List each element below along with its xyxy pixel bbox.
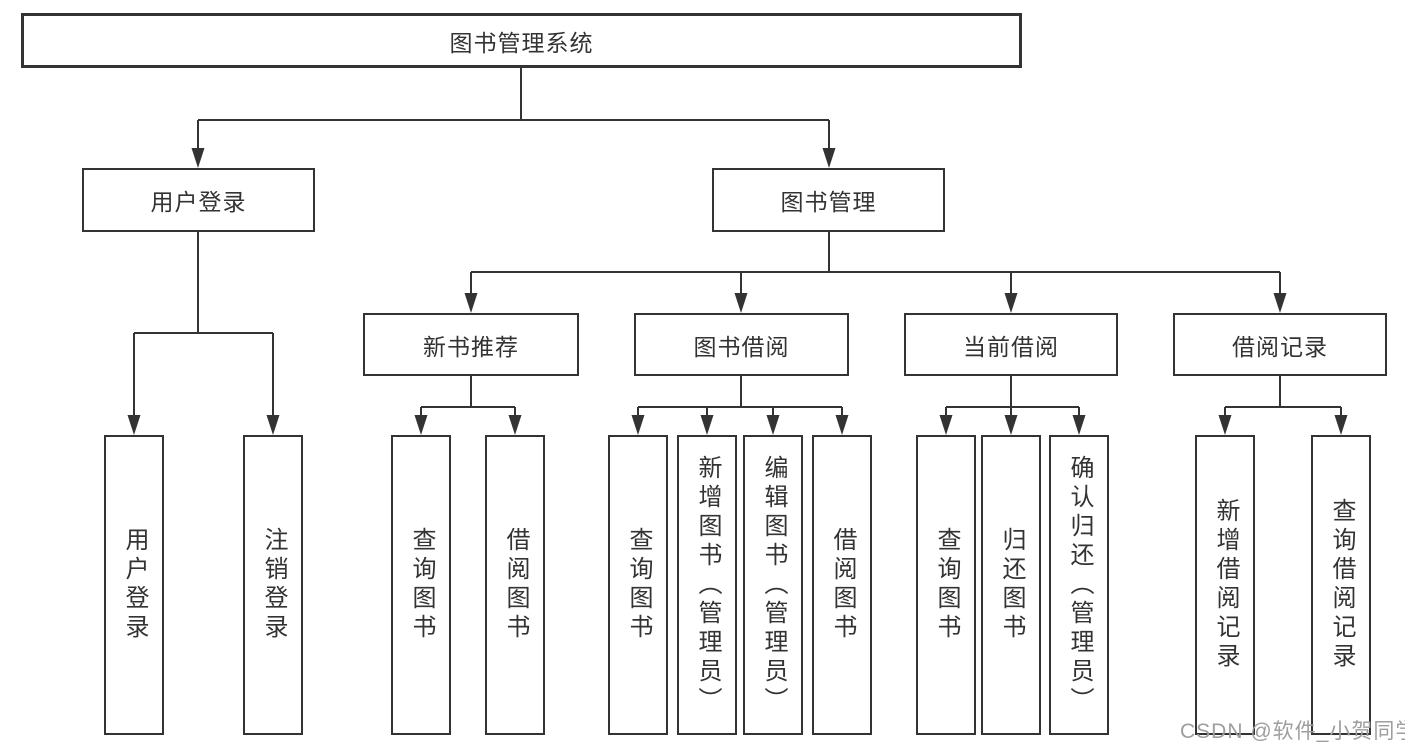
leaf-query-book-3: 查询图书: [916, 435, 976, 735]
node-label: 新增图书（管理员）: [694, 454, 721, 716]
node-current-borrow: 当前借阅: [904, 313, 1118, 376]
node-label: 归还图书: [998, 527, 1025, 643]
leaf-query-book-2: 查询图书: [608, 435, 668, 735]
node-label: 用户登录: [150, 189, 247, 215]
leaf-query-borrow-record: 查询借阅记录: [1311, 435, 1371, 735]
node-book-management: 图书管理: [712, 168, 945, 232]
node-root-system: 图书管理系统: [21, 13, 1022, 68]
node-label: 新书推荐: [423, 333, 519, 360]
leaf-borrow-book-2: 借阅图书: [812, 435, 872, 735]
leaf-return-book: 归还图书: [981, 435, 1041, 735]
node-label: 新增借阅记录: [1212, 498, 1239, 672]
node-label: 注销登录: [260, 527, 287, 643]
leaf-user-login: 用户登录: [104, 435, 164, 735]
leaf-add-book: 新增图书（管理员）: [677, 435, 737, 735]
csdn-watermark: CSDN @软件_小贺同学: [1180, 720, 1405, 743]
node-label: 查询借阅记录: [1328, 498, 1355, 672]
node-label: 查询图书: [933, 527, 960, 643]
node-book-borrow: 图书借阅: [634, 313, 849, 376]
node-label: 查询图书: [625, 527, 652, 643]
leaf-logout: 注销登录: [243, 435, 303, 735]
leaf-borrow-book-1: 借阅图书: [485, 435, 545, 735]
leaf-add-borrow-record: 新增借阅记录: [1195, 435, 1255, 735]
leaf-query-book-1: 查询图书: [391, 435, 451, 735]
node-label: 借阅图书: [829, 527, 856, 643]
node-new-book-recommend: 新书推荐: [363, 313, 579, 376]
edge-current-borrow-to-leaves: [939, 376, 1086, 435]
node-user-login: 用户登录: [82, 168, 315, 232]
node-label: 确认归还（管理员）: [1066, 454, 1093, 716]
node-label: 图书管理系统: [449, 29, 594, 56]
leaf-edit-book: 编辑图书（管理员）: [743, 435, 803, 735]
node-label: 借阅图书: [502, 527, 529, 643]
node-label: 编辑图书（管理员）: [760, 454, 787, 716]
leaf-confirm-return: 确认归还（管理员）: [1049, 435, 1109, 735]
edge-root-to-level2: [191, 68, 836, 168]
node-label: 查询图书: [408, 527, 435, 643]
node-label: 图书借阅: [693, 333, 790, 360]
node-label: 当前借阅: [963, 333, 1059, 360]
node-label: 图书管理: [780, 189, 877, 215]
edge-book-management-to-level3: [464, 232, 1287, 313]
edge-borrow-records-to-leaves: [1218, 376, 1348, 435]
edge-book-borrow-to-leaves: [631, 376, 849, 435]
node-label: 借阅记录: [1232, 333, 1328, 360]
node-label: 用户登录: [121, 527, 148, 643]
edge-user-login-to-leaves: [127, 232, 280, 435]
edge-new-book-recommend-to-leaves: [414, 376, 522, 435]
node-borrow-records: 借阅记录: [1173, 313, 1387, 376]
